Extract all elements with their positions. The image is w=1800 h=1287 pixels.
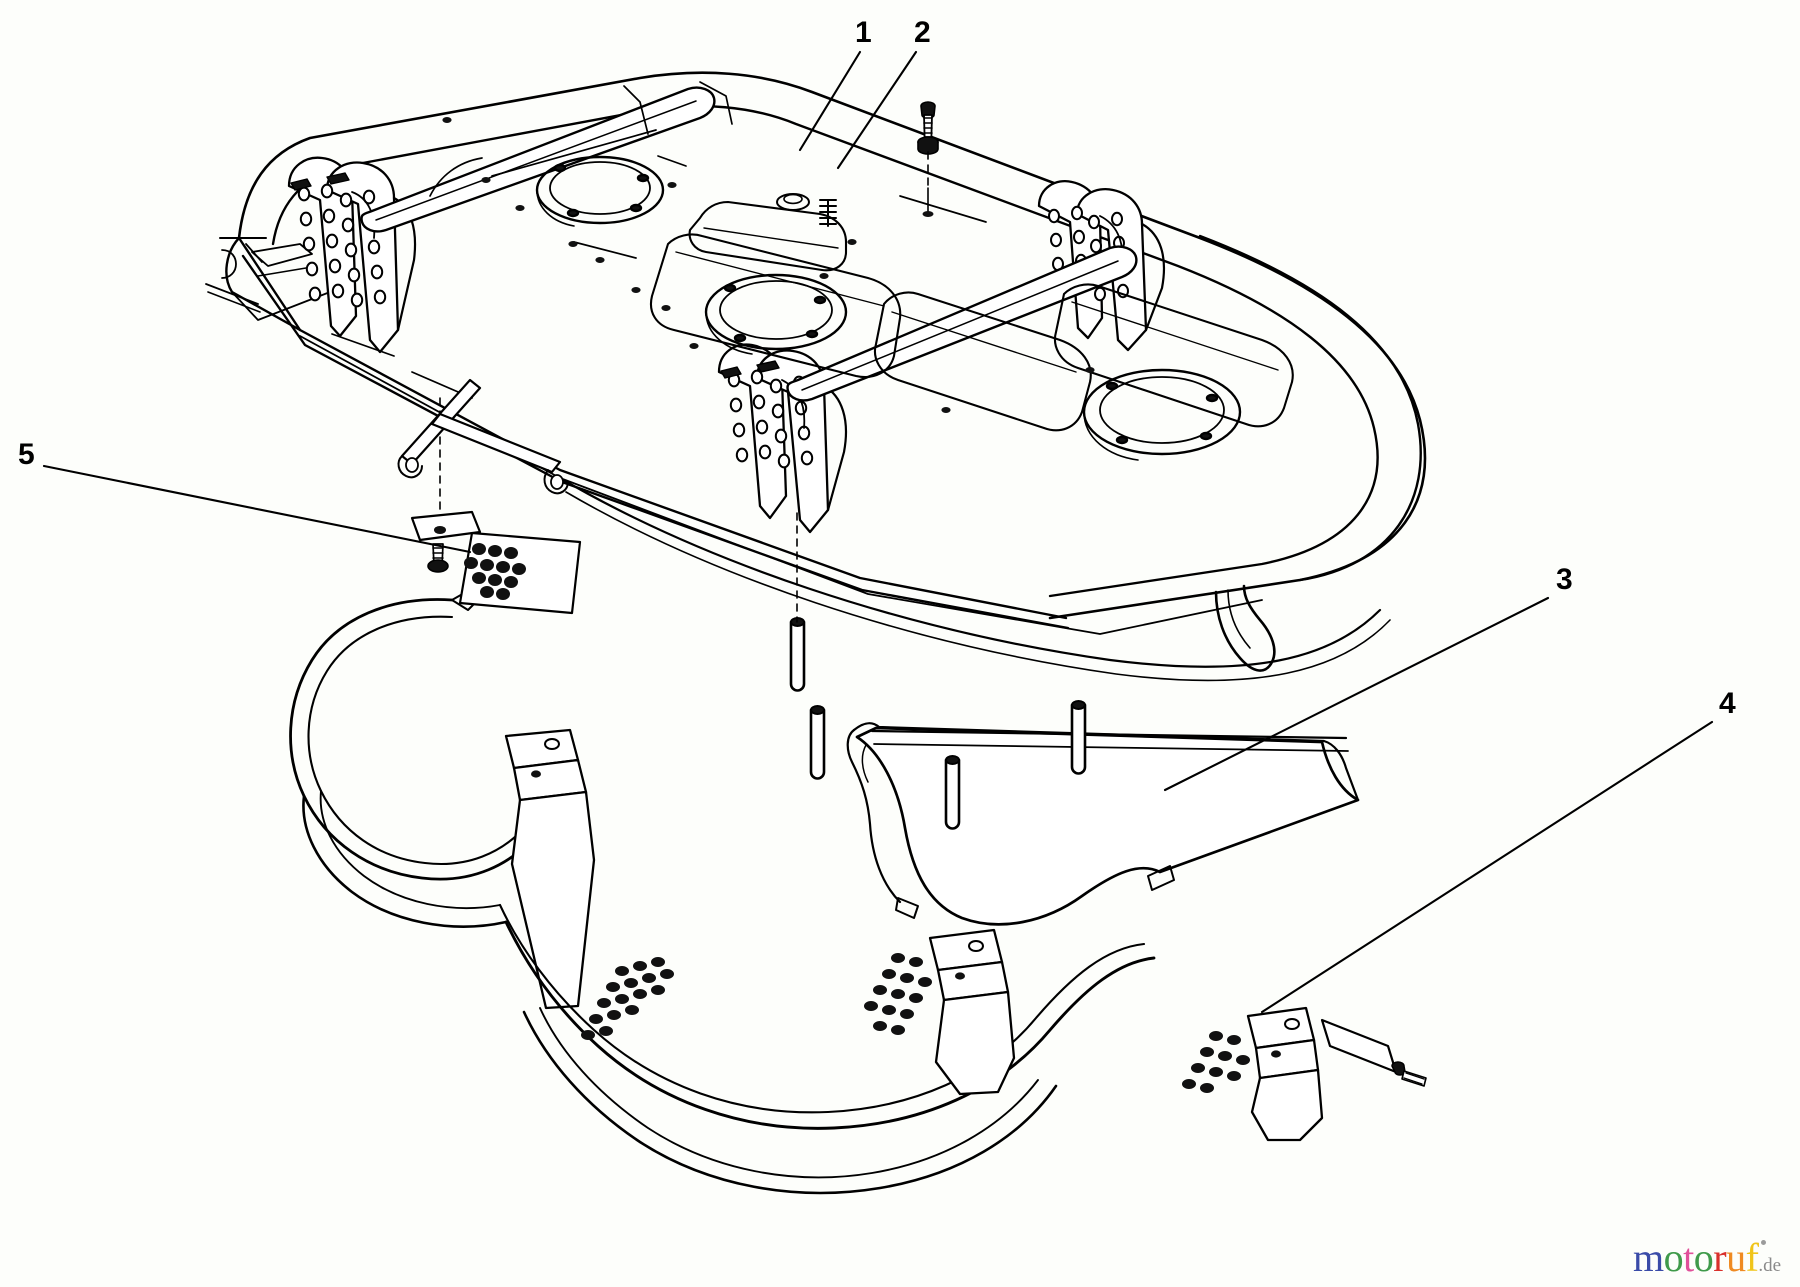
callout-label-2: 2 bbox=[914, 16, 931, 49]
watermark-char: r bbox=[1713, 1235, 1727, 1280]
spindle-boss-center bbox=[704, 273, 848, 355]
callout-label-1: 1 bbox=[855, 16, 872, 49]
leader-2 bbox=[836, 50, 918, 170]
baffle-bracket-left bbox=[504, 728, 596, 1010]
watermark-char: u bbox=[1726, 1235, 1746, 1280]
watermark-char: t bbox=[1683, 1235, 1694, 1280]
deck-stamped-panels bbox=[650, 200, 1294, 432]
watermark-char: o bbox=[1663, 1235, 1684, 1280]
watermark-char: o bbox=[1693, 1235, 1714, 1280]
watermark-char: f bbox=[1745, 1235, 1759, 1280]
leader-3 bbox=[1163, 596, 1550, 792]
callout-leader-lines bbox=[42, 50, 1714, 1014]
watermark-suffix: .de bbox=[1758, 1255, 1782, 1276]
leader-1 bbox=[798, 50, 862, 152]
outer-mulch-baffle bbox=[289, 591, 1427, 1195]
callout-label-4: 4 bbox=[1719, 687, 1736, 720]
center-baffle bbox=[789, 512, 1360, 926]
watermark-letter: motoruf bbox=[1633, 1235, 1759, 1280]
deck-cross-bar-upper bbox=[360, 86, 716, 233]
baffle-bracket-right bbox=[1246, 1006, 1427, 1142]
deck-discharge-loop bbox=[1214, 584, 1276, 672]
watermark-char: m bbox=[1633, 1235, 1664, 1280]
deck-threaded-stud bbox=[776, 193, 837, 227]
baffle-bracket-center bbox=[928, 928, 1016, 1096]
spindle-boss-right bbox=[1082, 368, 1242, 461]
deck-lift-bar bbox=[397, 378, 569, 495]
deck-shell bbox=[205, 71, 1427, 682]
leader-5 bbox=[42, 464, 472, 554]
motoruf-watermark: motoruf.de bbox=[1633, 1238, 1781, 1278]
baffle-stipple bbox=[581, 953, 1250, 1093]
callout-label-3: 3 bbox=[1556, 563, 1573, 596]
leader-4 bbox=[1260, 720, 1714, 1014]
watermark-dot bbox=[1761, 1240, 1766, 1245]
callout-label-5: 5 bbox=[18, 438, 35, 471]
spindle-boss-left bbox=[535, 155, 665, 227]
hardware-bolt-and-nut bbox=[917, 101, 939, 217]
deck-cross-bar-lower bbox=[786, 245, 1138, 402]
